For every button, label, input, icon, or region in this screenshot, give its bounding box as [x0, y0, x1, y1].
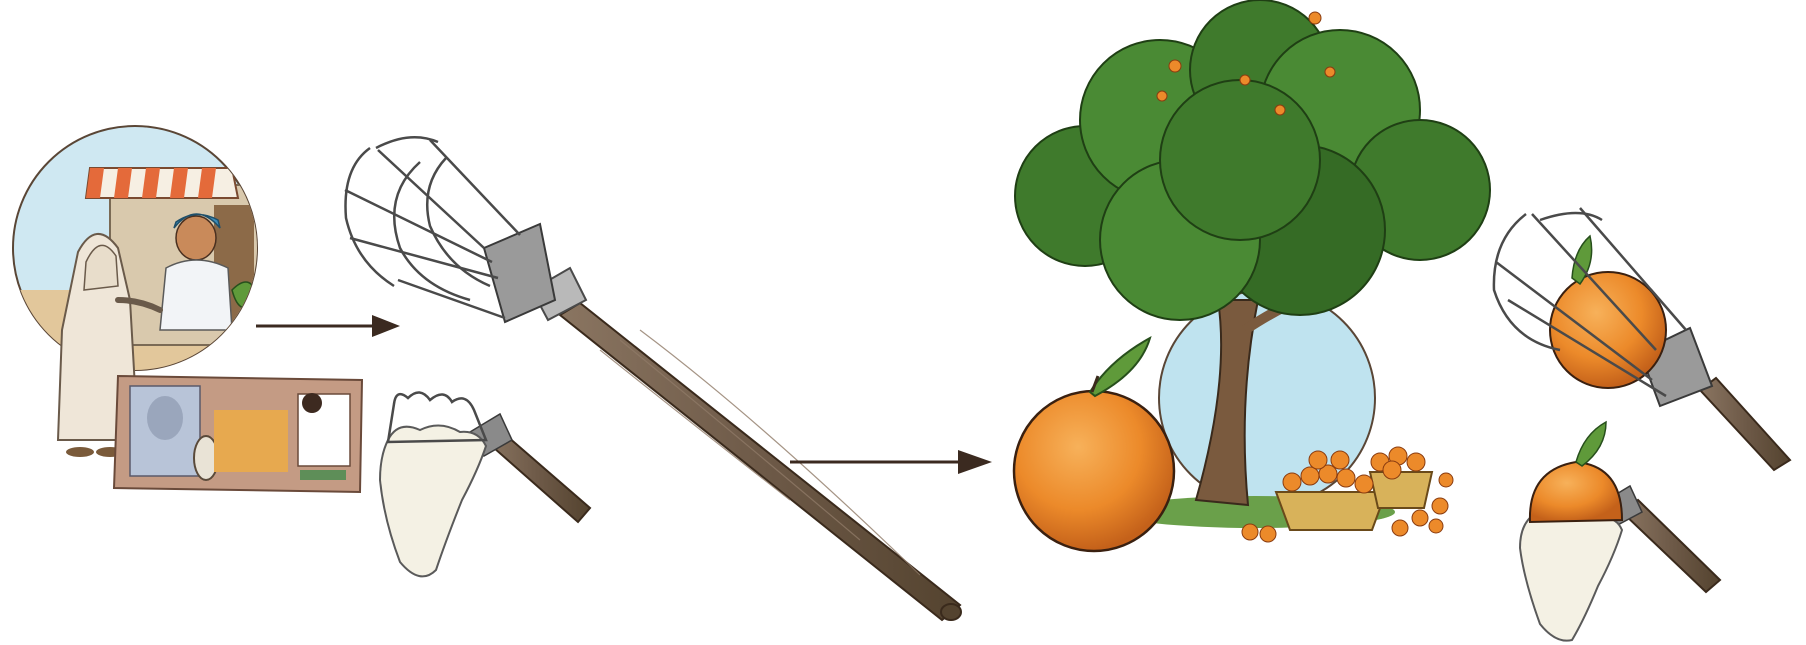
arrow-market-to-picker [256, 315, 400, 337]
awning [86, 168, 238, 198]
net-picker-tool [380, 392, 590, 576]
picker-cage [345, 137, 520, 318]
picker-collar [484, 224, 586, 322]
banknote-image [114, 376, 362, 492]
market-scene [10, 126, 362, 492]
large-orange [1014, 338, 1174, 551]
orange-tree-scene [1014, 0, 1490, 551]
tree-canopy [1015, 0, 1490, 320]
picker-with-orange [1494, 208, 1790, 470]
arrow-picker-to-harvest [790, 450, 992, 474]
picked-orange-tools [1494, 208, 1790, 641]
net-picker-with-orange [1520, 422, 1720, 641]
fruit-picker-tool [345, 137, 961, 620]
